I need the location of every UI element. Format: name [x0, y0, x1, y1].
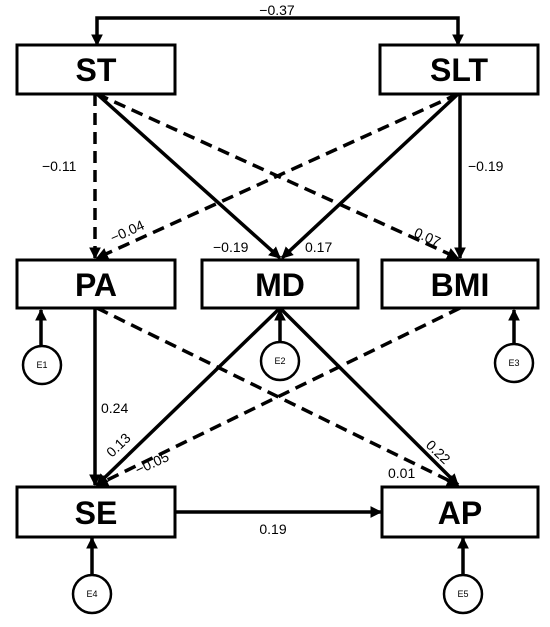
svg-text:BMI: BMI: [431, 267, 490, 303]
node-pa: PA: [15, 258, 177, 310]
edge-slt-md: [280, 92, 460, 260]
svg-text:ST: ST: [76, 52, 117, 88]
error-e2: E2: [259, 340, 301, 382]
svg-text:E2: E2: [274, 356, 285, 366]
coef-md-ap: 0.22: [423, 437, 454, 468]
svg-text:SE: SE: [75, 495, 118, 531]
error-e3: E3: [493, 342, 535, 384]
coef-bmi-se: −0.05: [133, 448, 172, 478]
edge-md-se: [95, 306, 282, 487]
edge-pa-ap: [96, 306, 460, 487]
coef-st-md: −0.19: [213, 239, 249, 255]
node-se: SE: [15, 485, 177, 539]
edge-bmi-se: [95, 306, 461, 487]
svg-text:AP: AP: [438, 495, 482, 531]
coef-st-slt: −0.37: [259, 2, 295, 18]
coef-se-ap: 0.19: [259, 521, 286, 537]
edge-st-md: [95, 92, 282, 260]
edge-md-ap: [278, 306, 460, 487]
node-ap: AP: [380, 485, 540, 539]
coef-slt-pa: −0.04: [108, 217, 147, 246]
svg-text:E3: E3: [508, 358, 519, 368]
coef-pa-ap: 0.01: [388, 465, 415, 481]
node-slt: SLT: [378, 43, 540, 96]
node-st: ST: [15, 43, 177, 96]
coef-slt-md: 0.17: [305, 239, 332, 255]
edge-st-slt: [91, 16, 464, 47]
coef-slt-bmi: −0.19: [468, 158, 504, 174]
coef-st-pa: −0.11: [42, 158, 77, 174]
svg-text:E4: E4: [86, 589, 97, 599]
svg-text:SLT: SLT: [430, 52, 489, 88]
svg-text:E5: E5: [457, 589, 468, 599]
edge-slt-pa: [95, 92, 459, 260]
error-e1: E1: [21, 344, 63, 386]
coef-pa-se: 0.24: [101, 400, 128, 416]
svg-text:PA: PA: [75, 267, 117, 303]
svg-text:E1: E1: [36, 360, 47, 370]
error-e4: E4: [71, 573, 113, 615]
node-bmi: BMI: [380, 258, 540, 310]
svg-text:MD: MD: [255, 267, 305, 303]
error-e5: E5: [442, 573, 484, 615]
node-md: MD: [200, 258, 360, 310]
